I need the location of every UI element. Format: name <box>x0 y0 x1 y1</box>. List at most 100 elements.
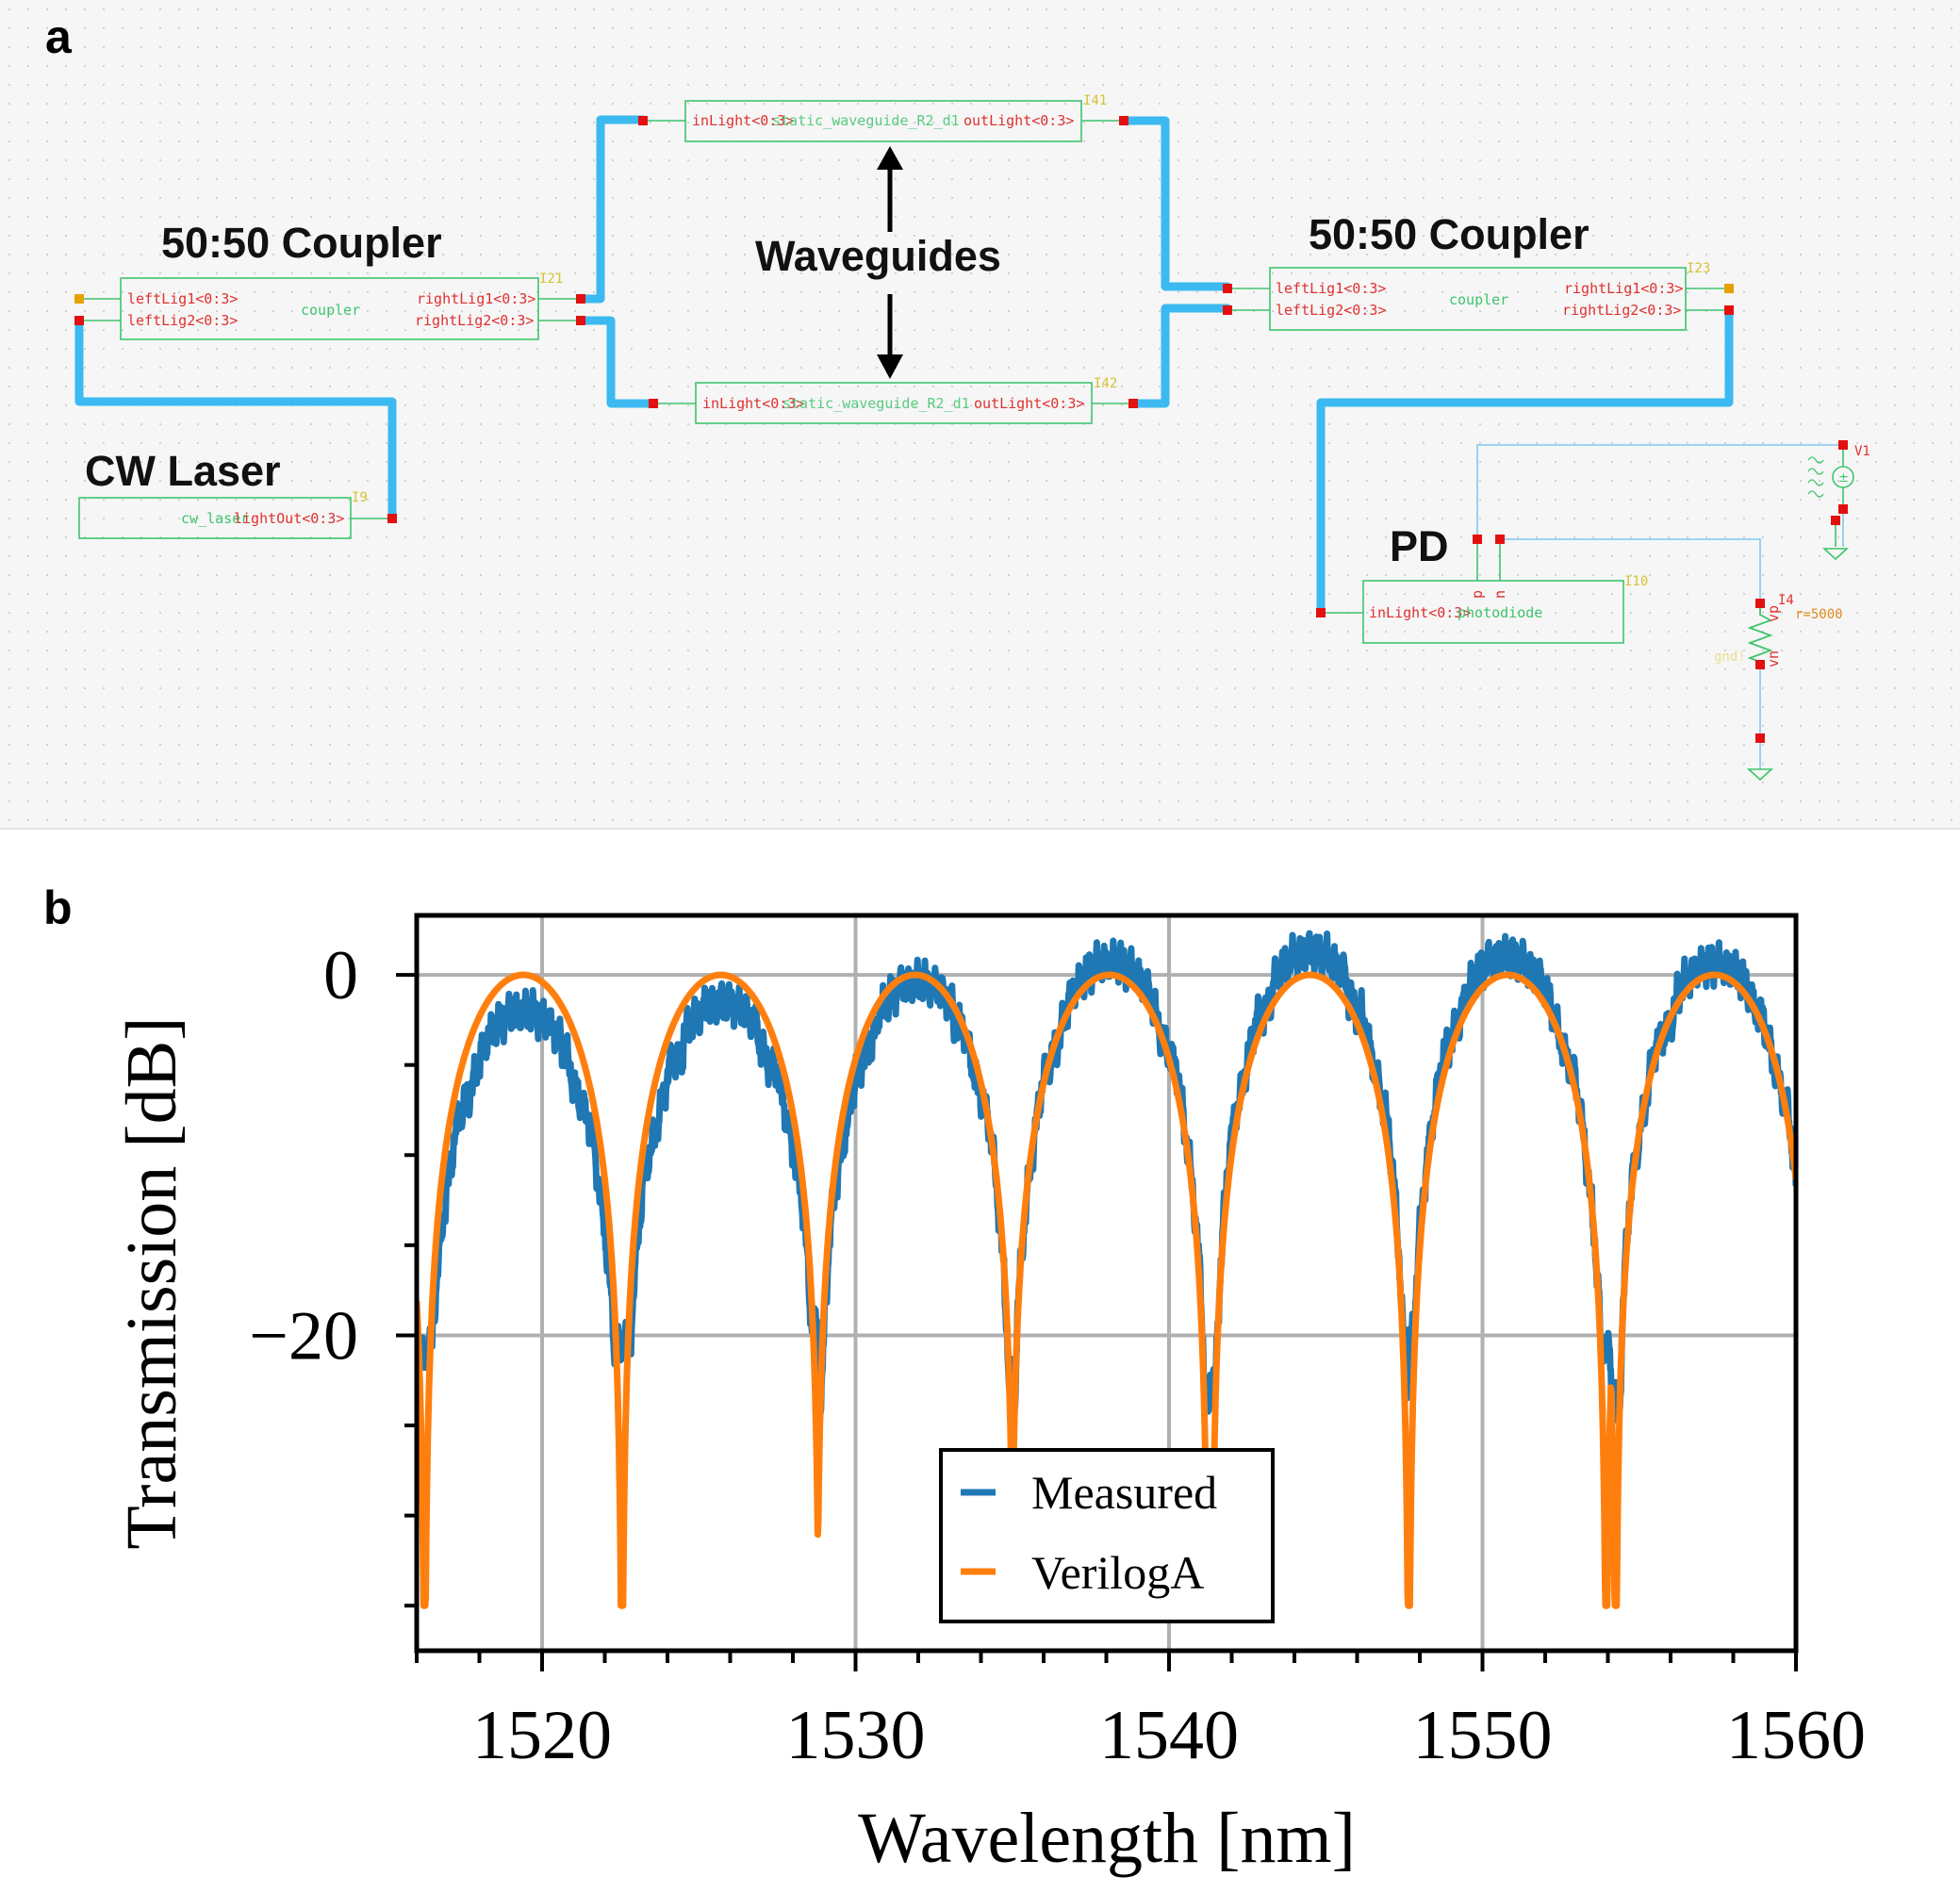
pin-marker[interactable] <box>1755 660 1765 669</box>
resistor-vp-pin: vp <box>1765 605 1782 622</box>
pin-marker[interactable] <box>1119 116 1128 125</box>
label-pd: PD <box>1390 522 1449 570</box>
coupler-left-cellname: coupler <box>301 302 360 319</box>
waveguide-bottom[interactable]: inLight<0:3> static_waveguide_R2_d1 outL… <box>649 376 1138 424</box>
wire-coupler-to-wg2[interactable] <box>576 316 658 408</box>
label-cw-laser: CW Laser <box>85 447 281 495</box>
photodiode-n-pin: n <box>1491 590 1508 599</box>
pin-marker[interactable] <box>1495 535 1505 544</box>
laser-cellname: cw_laser <box>181 510 249 527</box>
laser-out-pin: lightOut<0:3> <box>234 510 344 527</box>
pin-marker[interactable] <box>1831 516 1840 525</box>
ground-icon <box>1746 768 1774 782</box>
pin-marker[interactable] <box>74 294 84 304</box>
waveguide-bottom-instance: I42 <box>1094 376 1117 391</box>
waveguide-top-in-pin: inLight<0:3> <box>692 112 794 129</box>
label-coupler-right: 50:50 Coupler <box>1309 210 1589 258</box>
waveguide-top-out-pin: outLight<0:3> <box>964 112 1074 129</box>
coupler-left-pin: rightLig1<0:3> <box>417 290 535 307</box>
waveguide-bottom-cellname: static_waveguide_R2_d1 <box>782 395 970 412</box>
voltage-source[interactable]: ± V1 <box>1807 440 1870 561</box>
coupler-left-pin: leftLig1<0:3> <box>127 290 238 307</box>
waveguides-arrow-down <box>877 294 903 379</box>
photodiode-box <box>1362 580 1624 644</box>
x-axis-title: Wavelength [nm] <box>858 1799 1356 1878</box>
resistor-gnd-label: gnd! <box>1714 650 1746 665</box>
schematic-panel <box>0 0 1960 830</box>
waveguide-top-instance: I41 <box>1083 93 1107 108</box>
plus-minus-icon: ± <box>1838 471 1849 486</box>
legend-box <box>939 1448 1275 1623</box>
pin-marker[interactable] <box>649 399 658 408</box>
pin-marker[interactable] <box>1128 399 1138 408</box>
wire-coupler2-to-pd[interactable] <box>1316 305 1734 617</box>
coupler-right-pin: rightLig1<0:3> <box>1564 280 1683 297</box>
panel-b-letter: b <box>43 881 73 934</box>
resistor-vn-pin: vn <box>1765 650 1782 667</box>
pin-marker[interactable] <box>576 294 585 304</box>
source-waveform-icon <box>1807 456 1824 498</box>
waveguide-bottom-out-pin: outLight<0:3> <box>974 395 1084 412</box>
coupler-right[interactable]: leftLig1<0:3> leftLig2<0:3> coupler righ… <box>1223 261 1734 331</box>
wire-wg2-to-coupler2[interactable] <box>1128 304 1232 408</box>
y-tick-label: 0 <box>323 937 358 1014</box>
wire-pd-n-to-resistor[interactable] <box>1500 538 1761 601</box>
coupler-left-pin: leftLig2<0:3> <box>127 312 238 329</box>
pin-marker[interactable] <box>387 514 397 523</box>
pin-marker[interactable] <box>1316 608 1326 617</box>
coupler-left-box <box>120 277 539 340</box>
x-tick-label: 1560 <box>1726 1697 1866 1774</box>
coupler-right-box <box>1269 267 1687 331</box>
chart-series <box>417 930 1796 1609</box>
coupler-right-instance: I23 <box>1687 261 1710 276</box>
x-tick-label: 1520 <box>472 1697 612 1774</box>
coupler-right-pin: rightLig2<0:3> <box>1562 302 1681 319</box>
legend-label-measured: Measured <box>1031 1466 1217 1519</box>
x-tick-label: 1530 <box>786 1697 926 1774</box>
coupler-left-pin: rightLig2<0:3> <box>415 312 534 329</box>
waveguide-top[interactable]: inLight<0:3> static_waveguide_R2_d1 outL… <box>638 93 1128 142</box>
chart-ticks: 1520 1530 1540 1550 1560 0 −20 <box>249 937 1866 1774</box>
cw-laser-block[interactable]: cw_laser lightOut<0:3> I9 <box>78 490 397 539</box>
voltage-source-instance: V1 <box>1854 444 1870 459</box>
pin-marker[interactable] <box>1724 305 1734 315</box>
wire-pd-p-to-source[interactable] <box>1476 444 1843 539</box>
resistor-value: r=5000 <box>1795 607 1843 622</box>
coupler-left-instance: I21 <box>539 272 563 287</box>
coupler-right-pin: leftLig1<0:3> <box>1276 280 1386 297</box>
waveguide-bottom-in-pin: inLight<0:3> <box>702 395 804 412</box>
pin-marker[interactable] <box>1724 284 1734 293</box>
x-tick-label: 1540 <box>1099 1697 1239 1774</box>
load-resistor[interactable]: vp vn I4 r=5000 gnd! <box>1714 593 1843 782</box>
photodiode-in-pin: inLight<0:3> <box>1369 604 1471 621</box>
laser-instance: I9 <box>352 490 368 505</box>
pin-marker[interactable] <box>576 316 585 325</box>
series-veriloga-line <box>417 971 1796 1609</box>
resistor-instance: I4 <box>1778 593 1794 608</box>
pin-marker[interactable] <box>638 116 648 125</box>
waveguide-top-cellname: static_waveguide_R2_d1 <box>772 112 960 129</box>
photodiode-block[interactable]: inLight<0:3> photodiode p n I10 <box>1316 535 1648 644</box>
pin-marker[interactable] <box>1755 599 1765 608</box>
pin-marker[interactable] <box>1223 284 1232 293</box>
y-tick-label: −20 <box>249 1297 358 1374</box>
pin-marker[interactable] <box>1838 440 1848 450</box>
wire-laser-to-coupler[interactable] <box>74 316 397 523</box>
legend-label-veriloga: VerilogA <box>1031 1546 1204 1599</box>
wire-coupler-to-wg1[interactable] <box>576 115 648 304</box>
chart-legend: Measured VerilogA <box>939 1448 1275 1623</box>
panel-a-letter: a <box>45 10 73 63</box>
schematic-diagram: a leftLig1<0:3> leftLig2<0:3> coupler ri… <box>45 10 1870 782</box>
wire-wg1-to-coupler2[interactable] <box>1119 116 1232 291</box>
pin-marker[interactable] <box>1838 504 1848 514</box>
pin-marker[interactable] <box>1755 733 1765 743</box>
pin-marker[interactable] <box>1473 535 1482 544</box>
pin-marker[interactable] <box>74 316 84 325</box>
photodiode-instance: I10 <box>1624 574 1648 589</box>
x-tick-label: 1550 <box>1413 1697 1553 1774</box>
plot-frame <box>414 913 1799 1654</box>
pin-marker[interactable] <box>1223 305 1232 315</box>
waveguides-arrow-up <box>877 146 903 232</box>
coupler-left[interactable]: leftLig1<0:3> leftLig2<0:3> coupler righ… <box>74 272 585 340</box>
